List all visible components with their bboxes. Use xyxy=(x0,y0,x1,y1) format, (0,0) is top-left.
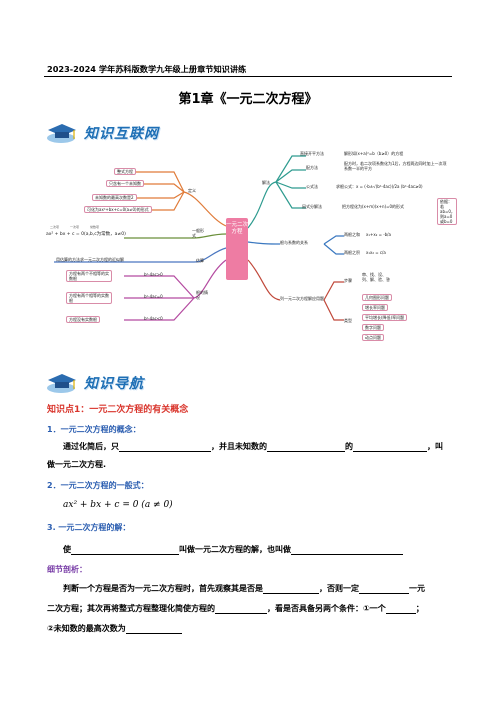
kp1-p1-e: 做一元二次方程. xyxy=(47,460,107,469)
kp1-p1-a: 通过化简后，只 xyxy=(63,442,119,451)
kp1-p4-c: 一元 xyxy=(409,584,425,593)
mm-solve-label: 解法 xyxy=(262,180,270,185)
blank-5[interactable] xyxy=(291,546,403,555)
mm-general-formula: ax² + bx + c = 0(a,b,c为常数，a≠0) xyxy=(46,232,126,237)
mm-steps-label: 步骤 xyxy=(344,278,352,283)
mindmap-center: 一元二次方程 xyxy=(226,218,248,280)
blank-2[interactable] xyxy=(267,443,345,452)
kp1-p1-d: ，叫 xyxy=(427,442,443,451)
mm-types-label: 类型 xyxy=(344,318,352,323)
mm-type-5: 动点问题 xyxy=(362,334,384,341)
mindmap: 一元二次方程 定义 整式方程 只含有一个未知数 未知数的最高次数是2 可化为ax… xyxy=(44,148,457,360)
mm-steps: 审、找、设、列、解、验、答 xyxy=(362,272,390,282)
blank-4[interactable] xyxy=(71,546,179,555)
mm-root-2: 方程有两个相等的实数根 xyxy=(66,292,112,304)
blank-8[interactable] xyxy=(215,605,267,614)
kp1-title: 知识点1：一元二次方程的有关概念 xyxy=(47,405,189,415)
mm-general-note-c: 常数项 xyxy=(90,225,100,229)
mm-general-note-b: 一次项 xyxy=(70,225,80,229)
kp1-p4: 判断一个方程是否为一元二次方程时，首先观察其是否是 ，否则一定 一元 xyxy=(63,583,425,594)
mm-estimate-item: 用估算的方法求一元二次方程的近似解 xyxy=(56,257,124,262)
kp1-p4-a: 判断一个方程是否为一元二次方程时，首先观察其是否是 xyxy=(63,584,263,593)
mm-root-1-cond: b²-4ac>0 xyxy=(144,272,163,277)
mindmap-branches xyxy=(54,155,344,321)
document-header: 2023-2024 学年苏科版数学九年级上册章节知识讲练 xyxy=(47,64,247,74)
mm-root-1: 方程有两个不相等的实数根 xyxy=(66,270,112,282)
graduation-cap-icon xyxy=(47,124,76,143)
network-banner-text: 知识互联网 xyxy=(84,126,159,142)
blank-7[interactable] xyxy=(359,585,409,594)
mm-method-3-name: 公式法 xyxy=(306,184,318,189)
kp1-h2: 2．一元二次方程的一般式： xyxy=(47,481,149,490)
kp1-p5-c: ； xyxy=(415,604,424,613)
mm-method-2-desc: 配方时，若二次项系数化为1后，方程两边同时加上一次项系数一半的平方 xyxy=(344,161,447,171)
mm-def-label: 定义 xyxy=(188,188,196,193)
kp1-p5-b: ，看是否具备另两个条件：①一个 xyxy=(267,604,386,613)
mm-solve-side-note: 依据：若ab=0，则a=0或b=0 xyxy=(437,198,457,225)
guide-banner-text: 知识导航 xyxy=(84,376,144,392)
blank-6[interactable] xyxy=(263,585,319,594)
mm-type-2: 增长率问题 xyxy=(362,304,388,311)
mm-vieta-1-formula: x₁+x₂ = -b/a xyxy=(366,232,391,237)
kp1-p5: 二次方程；其次再将整式方程整理化简使方程的 ，看是否具备另两个条件：①一个 ； xyxy=(47,603,424,614)
kp1-p3: 使 叫做一元二次方程的解，也叫做 xyxy=(63,544,403,555)
kp1-formula: ax² + bx + c = 0 (a ≠ 0) xyxy=(63,500,173,510)
mm-type-4: 数字问题 xyxy=(362,324,384,331)
header-rule xyxy=(44,76,452,77)
kp1-p1-c: 的 xyxy=(345,442,353,451)
mm-vieta-1-name: 两根之和 xyxy=(344,232,360,237)
kp1-p6-a: ②未知数的最高次数为 xyxy=(47,624,126,633)
mm-def-item-2: 只含有一个未知数 xyxy=(106,180,144,187)
mm-root-2-cond: b²-4ac=0 xyxy=(144,294,163,299)
kp1-p1-b: ，并且未知数的 xyxy=(211,442,267,451)
kp1-p4-b: ，否则一定 xyxy=(319,584,359,593)
mm-method-1-desc: 解形如(x+a)²=b（b≥0）的方程 xyxy=(344,151,404,156)
mm-type-1: 几何图形问题 xyxy=(362,294,392,301)
mm-method-4-name: 因式分解法 xyxy=(302,204,322,209)
mm-roots-label: 根的情况 xyxy=(196,290,208,300)
mm-vieta-2-formula: x₁x₂ = c/a xyxy=(366,250,386,255)
chapter-title: 第1章《一元二次方程》 xyxy=(178,92,318,107)
network-banner: 知识互联网 xyxy=(44,120,224,144)
mm-root-3-cond: b²-4ac<0 xyxy=(144,316,163,321)
mm-method-3-desc: 求根公式：x = (-b±√(b²-4ac))/2a (b²-4ac≥0) xyxy=(336,184,423,189)
kp1-p1: 通过化简后，只 ，并且未知数的 的 ，叫 xyxy=(63,441,443,452)
guide-banner: 知识导航 xyxy=(44,370,224,394)
mm-def-item-1: 整式方程 xyxy=(114,168,136,175)
kp1-p3-b: 叫做一元二次方程的解，也叫做 xyxy=(179,545,291,554)
mm-def-item-3: 未知数的最高次数是2 xyxy=(92,194,137,201)
graduation-cap-icon xyxy=(47,374,76,393)
mm-vieta-2-name: 两根之积 xyxy=(344,250,360,255)
mm-general-label: 一般形式 xyxy=(192,228,204,238)
mm-general-note-a: 二次项 xyxy=(50,225,60,229)
mm-type-3: 平均增长(降低)率问题 xyxy=(362,314,408,321)
mm-def-item-4: 可化为ax²+bx+c=0(a≠0)的形式 xyxy=(84,206,152,213)
mm-method-4-desc: 把方程化为(x+m)(x+n)=0的形式 xyxy=(342,204,405,209)
kp1-p6: ②未知数的最高次数为 xyxy=(47,623,182,634)
mm-estimate-label: 估算 xyxy=(196,258,204,263)
kp1-p5-a: 二次方程；其次再将整式方程整理化简使方程的 xyxy=(47,604,215,613)
mm-apply-label: 列一元二次方程解应用题 xyxy=(280,296,324,301)
kp1-h3: 3. 一元二次方程的解： xyxy=(47,523,131,532)
mm-method-1-name: 直接开平方法 xyxy=(300,151,324,156)
kp1-h1: 1．一元二次方程的概念： xyxy=(47,425,141,434)
blank-3[interactable] xyxy=(353,443,427,452)
mm-method-2-name: 配方法 xyxy=(306,165,318,170)
blank-10[interactable] xyxy=(125,625,182,634)
kp1-p3-a: 使 xyxy=(63,545,71,554)
blank-1[interactable] xyxy=(119,443,211,452)
blank-9[interactable] xyxy=(385,605,416,614)
mm-root-3: 方程没有实数根 xyxy=(66,316,100,323)
mm-vieta-label: 根与系数的关系 xyxy=(280,240,308,245)
kp1-detail-heading: 细节剖析： xyxy=(47,565,87,574)
